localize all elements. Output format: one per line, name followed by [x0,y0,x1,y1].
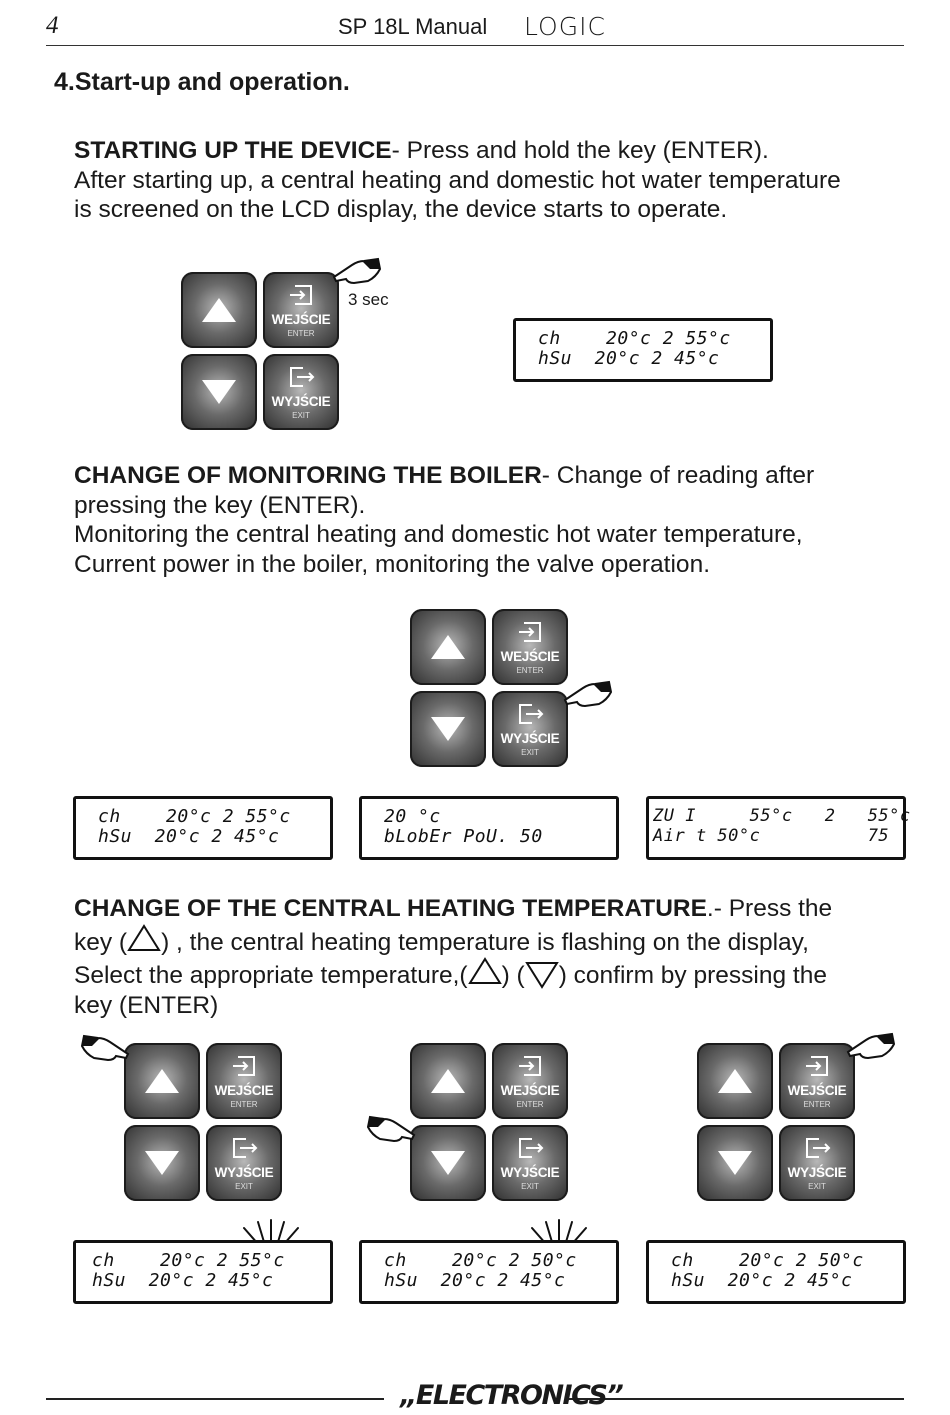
enter-key[interactable]: WEJŚCIE ENTER [492,1043,568,1119]
logic-logo: LOGIC [524,12,606,41]
electronics-logo: „ELECTRONICS” [400,1380,624,1411]
document-title: SP 18L Manual [338,14,488,39]
exit-icon [519,1138,544,1158]
down-arrow-icon [718,1151,752,1175]
down-key[interactable] [697,1125,773,1201]
lcd-heating-1: ch 20°c 2 55°c hSu 20°c 2 45°c [73,1240,333,1304]
up-arrow-icon [718,1069,752,1093]
page-number: 4 [46,12,59,39]
footer-rule-left [46,1398,384,1400]
exit-icon [519,704,544,724]
exit-key[interactable]: WYJŚCIE EXIT [779,1125,855,1201]
pointing-hand-icon [366,1115,416,1143]
exit-key[interactable]: WYJŚCIE EXIT [492,691,568,767]
lcd-monitoring-1: ch 20°c 2 55°c hSu 20°c 2 45°c [73,796,333,860]
enter-icon [519,1056,541,1076]
up-key[interactable] [181,272,257,348]
down-key[interactable] [181,354,257,430]
up-arrow-icon [202,298,236,322]
enter-icon [519,622,541,642]
pointing-hand-icon [332,257,382,285]
enter-key[interactable]: WEJŚCIE ENTER [492,609,568,685]
up-key[interactable] [124,1043,200,1119]
up-key[interactable] [697,1043,773,1119]
lcd-heating-2: ch 20°c 2 50°c hSu 20°c 2 45°c [359,1240,619,1304]
keypad-start: WEJŚCIE ENTER WYJŚCIE EXIT [181,272,341,432]
exit-icon [290,367,315,387]
pointing-hand-icon [846,1032,896,1060]
exit-key[interactable]: WYJŚCIE EXIT [206,1125,282,1201]
lcd-heating-3: ch 20°c 2 50°c hSu 20°c 2 45°c [646,1240,906,1304]
monitoring-paragraph: CHANGE OF MONITORING THE BOILER- Change … [74,462,815,578]
keypad-heating-3: WEJŚCIE ENTER WYJŚCIE EXIT [697,1043,857,1203]
pointing-hand-icon [563,680,613,708]
enter-icon [806,1056,828,1076]
hold-duration: 3 sec [348,290,389,309]
starting-paragraph: STARTING UP THE DEVICE- Press and hold t… [74,137,841,223]
down-key[interactable] [124,1125,200,1201]
exit-key[interactable]: WYJŚCIE EXIT [263,354,339,430]
enter-icon [290,285,312,305]
keypad-heating-1: WEJŚCIE ENTER WYJŚCIE EXIT [124,1043,284,1203]
down-arrow-icon [431,717,465,741]
down-arrow-icon [202,380,236,404]
up-key[interactable] [410,1043,486,1119]
exit-icon [233,1138,258,1158]
heating-heading: CHANGE OF THE CENTRAL HEATING TEMPERATUR… [74,895,707,922]
enter-icon [233,1056,255,1076]
starting-heading: STARTING UP THE DEVICE [74,137,392,164]
keypad-heating-2: WEJŚCIE ENTER WYJŚCIE EXIT [410,1043,570,1203]
down-arrow-icon [431,1151,465,1175]
monitoring-heading: CHANGE OF MONITORING THE BOILER [74,462,542,489]
up-arrow-icon [431,1069,465,1093]
up-triangle-icon [127,923,161,951]
up-arrow-icon [431,635,465,659]
down-key[interactable] [410,1125,486,1201]
lcd-start: ch 20°c 2 55°c hSu 20°c 2 45°c [513,318,773,382]
enter-key[interactable]: WEJŚCIE ENTER [263,272,339,348]
up-arrow-icon [145,1069,179,1093]
down-arrow-icon [145,1151,179,1175]
down-key[interactable] [410,691,486,767]
lcd-monitoring-2: 20 °c bLobEr PoU. 50 [359,796,619,860]
exit-icon [806,1138,831,1158]
header-rule [46,45,904,46]
enter-key[interactable]: WEJŚCIE ENTER [206,1043,282,1119]
up-triangle-icon [467,957,502,984]
keypad-monitoring: WEJŚCIE ENTER WYJŚCIE EXIT [410,609,570,769]
footer-rule-right [566,1398,904,1400]
section-title: 4.Start-up and operation. [54,68,350,96]
down-triangle-icon [524,962,559,989]
heating-paragraph: CHANGE OF THE CENTRAL HEATING TEMPERATUR… [74,895,833,1019]
enter-key[interactable]: WEJŚCIE ENTER [779,1043,855,1119]
up-key[interactable] [410,609,486,685]
exit-key[interactable]: WYJŚCIE EXIT [492,1125,568,1201]
lcd-monitoring-3: ZU I 55°c 2 55°c Air t 50°c 75 [646,796,910,860]
pointing-hand-icon [80,1034,130,1062]
